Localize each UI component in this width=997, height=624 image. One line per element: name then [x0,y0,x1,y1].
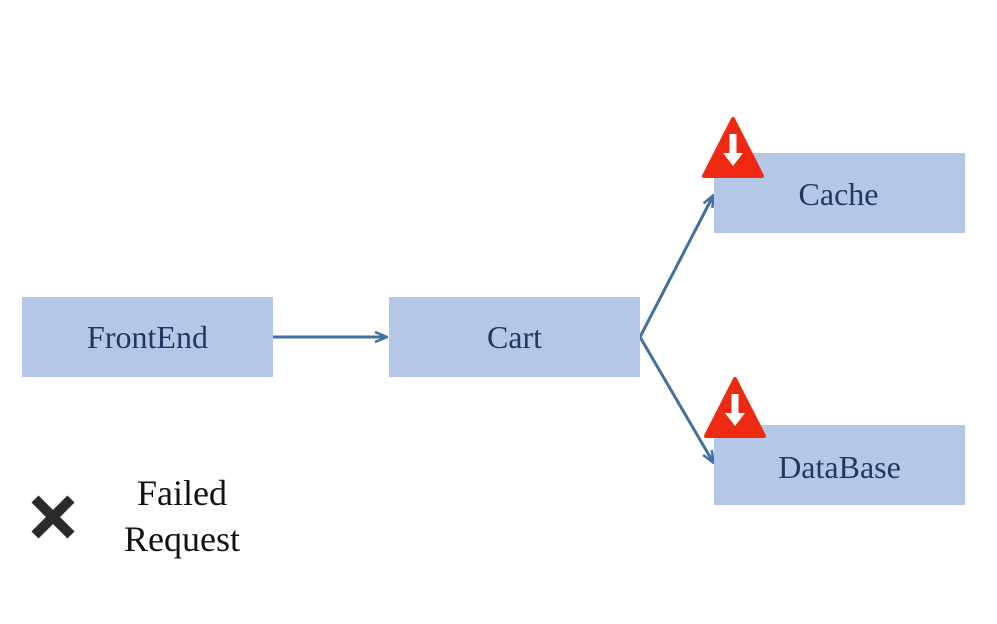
node-cache-label: Cache [798,175,879,212]
node-cart-label: Cart [486,318,543,355]
database-warning-icon [704,377,766,438]
legend-label: Failed Request [112,470,252,562]
node-database-label: DataBase [778,448,901,485]
x-mark-icon [31,495,75,539]
node-frontend-label: FrontEnd [87,318,208,355]
node-database[interactable]: DataBase [714,425,965,505]
legend-line-2: Request [124,519,240,559]
edge-cart-to-database [638,336,713,462]
cache-warning-icon [702,117,764,178]
node-frontend[interactable]: FrontEnd [22,297,273,377]
node-cart[interactable]: Cart [389,297,640,377]
legend-line-1: Failed [137,473,227,513]
edge-cart-to-cache [638,196,713,338]
